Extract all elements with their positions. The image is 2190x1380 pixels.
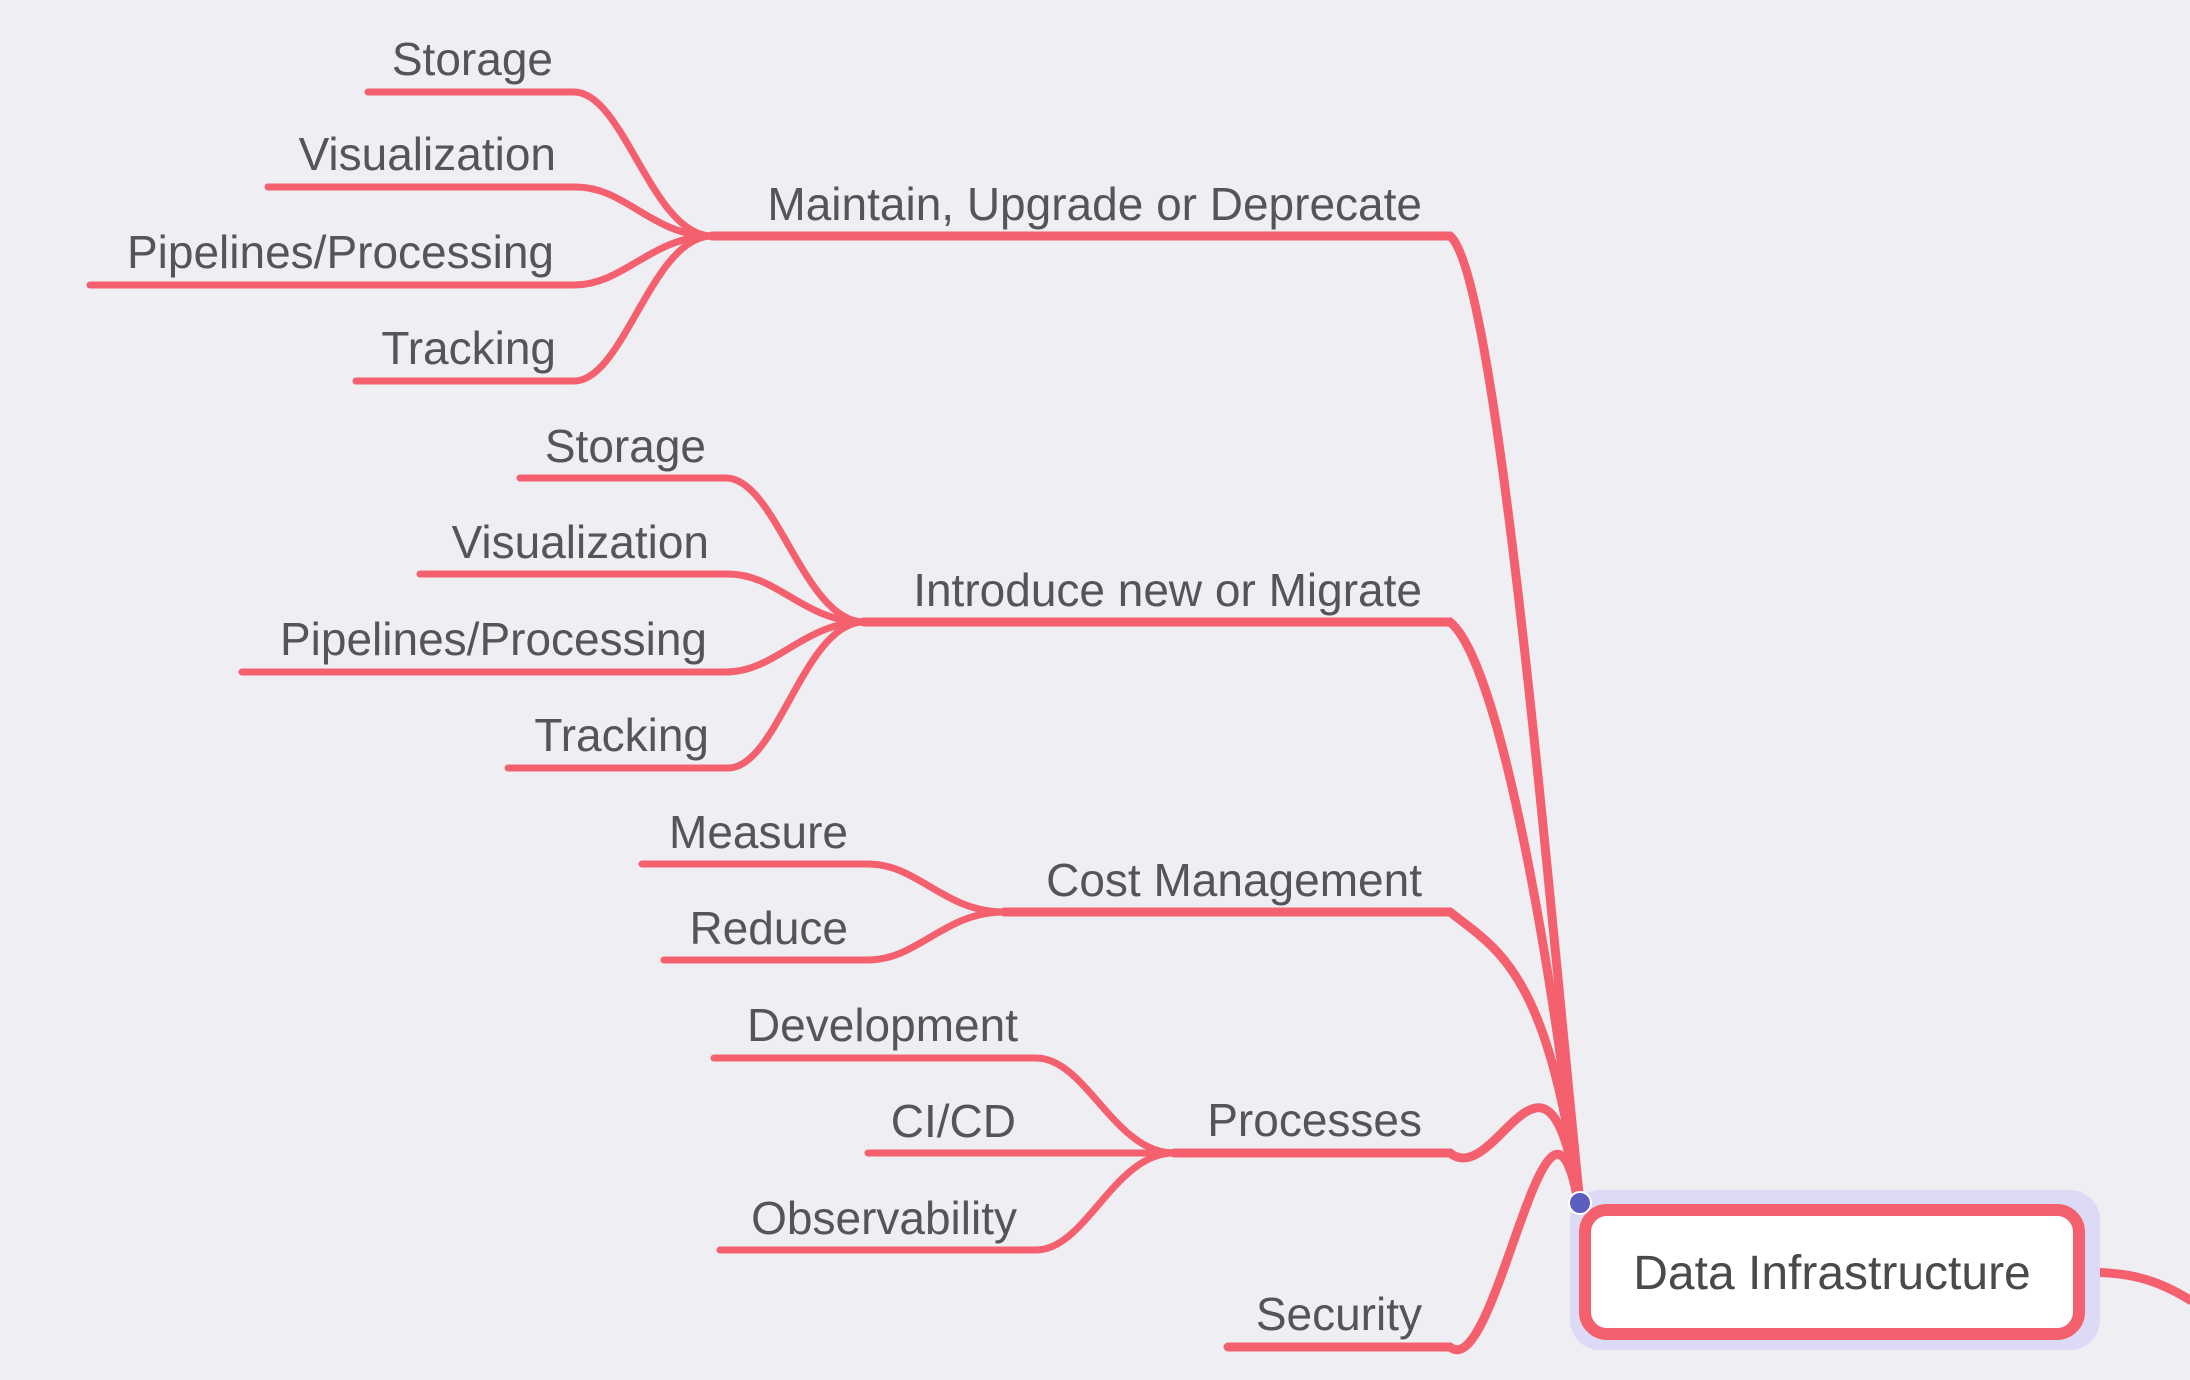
branch-processes[interactable]: Processes Development CI/CD Observabilit… xyxy=(747,999,1422,1244)
root-branch-connector xyxy=(1223,1149,1590,1355)
leaf-connector xyxy=(238,618,868,676)
leaf-connector xyxy=(264,183,716,240)
leaf-connector xyxy=(716,1149,1178,1254)
leaf-label[interactable]: Pipelines/Processing xyxy=(127,226,554,278)
branch-security[interactable]: Security xyxy=(1256,1288,1422,1340)
leaf-label[interactable]: Visualization xyxy=(452,516,709,568)
leaf-connector xyxy=(516,474,868,626)
leaf-connector xyxy=(504,618,868,772)
leaf-label[interactable]: Storage xyxy=(545,420,706,472)
leaf-connector xyxy=(86,232,716,289)
leaf-label[interactable]: Reduce xyxy=(689,902,848,954)
branch-label: Maintain, Upgrade or Deprecate xyxy=(767,178,1422,230)
leaf-label[interactable]: Tracking xyxy=(534,709,709,761)
branch-label: Processes xyxy=(1207,1094,1422,1146)
leaf-label[interactable]: Measure xyxy=(669,806,848,858)
leaf-connector xyxy=(352,232,716,385)
leaf-label[interactable]: Tracking xyxy=(381,322,556,374)
leaf-label[interactable]: Storage xyxy=(392,33,553,85)
leaf-connector xyxy=(660,908,1008,964)
leaf-label[interactable]: Visualization xyxy=(299,128,556,180)
root-node[interactable]: Data Infrastructure xyxy=(1568,1190,2100,1350)
branch-maintain-upgrade-deprecate[interactable]: Maintain, Upgrade or Deprecate Storage V… xyxy=(127,33,1422,374)
root-node-label: Data Infrastructure xyxy=(1633,1247,2031,1300)
branch-introduce-migrate[interactable]: Introduce new or Migrate Storage Visuali… xyxy=(280,420,1422,761)
branch-cost-management[interactable]: Cost Management Measure Reduce xyxy=(669,806,1422,954)
leaf-label[interactable]: Development xyxy=(747,999,1018,1051)
leaf-connector xyxy=(364,88,716,240)
branch-label: Introduce new or Migrate xyxy=(913,564,1422,616)
leaf-label[interactable]: CI/CD xyxy=(891,1095,1016,1147)
leaf-label[interactable]: Observability xyxy=(751,1192,1017,1244)
root-node-box[interactable] xyxy=(1579,1204,2085,1340)
selection-handle[interactable] xyxy=(1568,1191,1592,1215)
leaf-connector xyxy=(638,860,1008,916)
branch-label: Security xyxy=(1256,1288,1422,1340)
leaf-connector xyxy=(710,1054,1178,1157)
root-branch-connector xyxy=(707,231,1590,1257)
branch-label: Cost Management xyxy=(1046,854,1422,906)
leaf-label[interactable]: Pipelines/Processing xyxy=(280,613,707,665)
root-branch-connector xyxy=(999,907,1590,1257)
leaf-connector xyxy=(416,570,868,626)
mindmap-edges xyxy=(86,88,2190,1355)
